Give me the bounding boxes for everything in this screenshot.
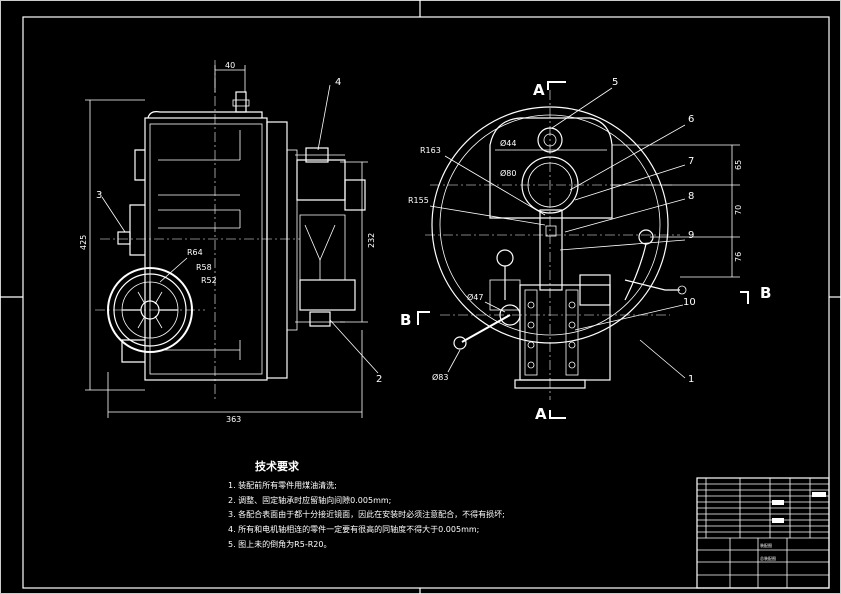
dim-425-label: 425 [79, 235, 88, 250]
section-a-bottom: A [535, 405, 566, 423]
note-3: 3. 各配合表面由于都十分接近镜面，因此在安装时必须注意配合，不得有损坏; [228, 509, 505, 519]
callout-9: 9 [559, 230, 694, 251]
title-block-label-a: 装配图 [760, 542, 772, 548]
dim-70-label: 70 [734, 205, 743, 215]
svg-text:A: A [535, 405, 547, 423]
dim-40-label: 40 [225, 61, 235, 70]
svg-text:B: B [760, 284, 771, 302]
svg-text:2: 2 [376, 374, 382, 385]
callout-8: 8 [564, 191, 694, 233]
svg-text:8: 8 [688, 191, 694, 202]
dia-47-label: Ø47 [467, 292, 483, 302]
callout-6: 6 [569, 114, 694, 191]
callout-7: 7 [574, 156, 694, 201]
dim-363-label: 363 [226, 415, 241, 424]
radius-52-label: R52 [201, 276, 217, 285]
radius-64-label: R64 [187, 248, 203, 257]
side-view: 40 425 232 363 R64 R58 R52 [79, 60, 382, 424]
dim-363: 363 [107, 330, 363, 424]
section-a-top: A [533, 81, 566, 99]
svg-text:7: 7 [688, 156, 694, 167]
svg-text:10: 10 [683, 297, 696, 308]
svg-text:1: 1 [688, 374, 694, 385]
dia-44-label: Ø44 [500, 138, 516, 148]
svg-text:5: 5 [612, 77, 618, 88]
radius-155-label: R155 [408, 196, 429, 205]
dim-425: 425 [79, 99, 145, 391]
dim-232: 232 [340, 161, 376, 323]
svg-text:6: 6 [688, 114, 694, 125]
dim-65-label: 65 [734, 160, 743, 170]
note-5: 5. 图上未的倒角为R5-R20。 [228, 539, 331, 549]
dia-83-label: Ø83 [432, 372, 448, 382]
notes-title: 技术要求 [255, 459, 300, 473]
callout-2: 2 [329, 319, 382, 385]
title-block: 装配图 总装配图 [696, 477, 830, 589]
dim-232-label: 232 [367, 233, 376, 248]
svg-text:9: 9 [688, 230, 694, 241]
dim-40: 40 [214, 61, 246, 92]
callout-4: 4 [317, 77, 341, 151]
title-block-label-b: 总装配图 [760, 555, 776, 561]
radius-58-label: R58 [196, 263, 212, 272]
section-b-left: B [400, 311, 430, 329]
callout-3: 3 [96, 190, 126, 233]
svg-text:A: A [533, 81, 545, 99]
inner-frame [22, 16, 830, 589]
svg-text:3: 3 [96, 190, 102, 201]
callout-1: 1 [639, 339, 694, 385]
svg-text:B: B [400, 311, 411, 329]
dim-76-label: 76 [734, 252, 743, 262]
callout-5: 5 [551, 77, 618, 129]
dim-stack-right: 65 70 76 [612, 144, 743, 278]
front-view: Ø44 Ø80 R163 R155 Ø47 Ø83 65 70 76 A A [400, 77, 771, 423]
section-b-right: B [740, 284, 771, 304]
callout-10: 10 [574, 297, 696, 331]
housing-body [144, 117, 268, 381]
dia-80-label: Ø80 [500, 168, 516, 178]
note-2: 2. 调整、固定轴承时应留轴向间隙0.005mm; [228, 495, 391, 505]
radius-163-label: R163 [420, 146, 441, 155]
technical-notes: 技术要求 1. 装配前所有零件用煤油清洗; 2. 调整、固定轴承时应留轴向间隙0… [228, 459, 505, 549]
note-4: 4. 所有和电机轴相连的零件一定要有很高的同轴度不得大于0.005mm; [228, 524, 479, 534]
note-1: 1. 装配前所有零件用煤油清洗; [228, 480, 337, 490]
svg-text:4: 4 [335, 77, 341, 88]
